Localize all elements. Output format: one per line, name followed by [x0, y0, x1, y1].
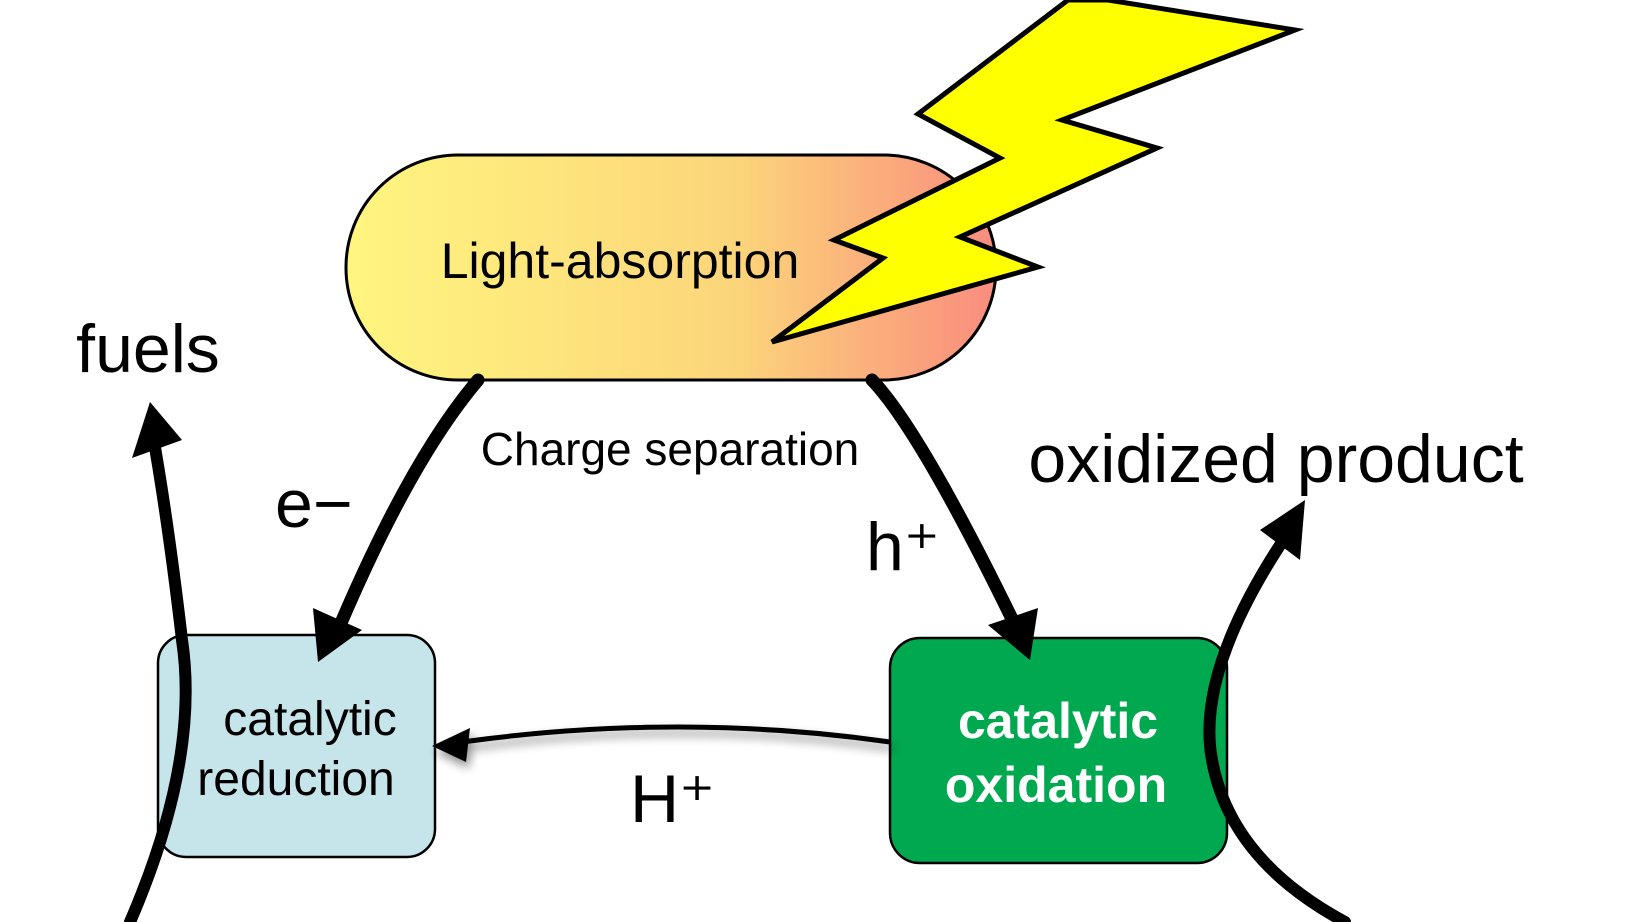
hole-label: h⁺	[866, 509, 940, 585]
proton-label: H⁺	[630, 761, 715, 837]
catalytic-reduction-node: catalytic reduction	[156, 633, 437, 859]
hole-arrow	[865, 373, 1038, 660]
fuels-arrow	[124, 402, 192, 922]
catalytic-oxidation-line1: catalytic	[958, 693, 1158, 749]
lightning-bolt-icon	[770, 0, 1305, 345]
charge-separation-label: Charge separation	[481, 423, 859, 475]
catalytic-oxidation-node: catalytic oxidation	[888, 636, 1229, 865]
oxidized-product-arrow	[1203, 500, 1351, 922]
oxidized-product-label: oxidized product	[1028, 421, 1523, 497]
catalytic-reduction-line1: catalytic	[223, 693, 396, 746]
electron-arrow	[313, 373, 485, 662]
fuels-label: fuels	[76, 311, 220, 387]
proton-arrow	[432, 724, 891, 762]
light-absorption-label: Light-absorption	[441, 233, 800, 289]
electron-label: e−	[275, 466, 353, 542]
catalytic-reduction-line2: reduction	[197, 753, 394, 806]
catalytic-oxidation-line2: oxidation	[945, 757, 1167, 813]
